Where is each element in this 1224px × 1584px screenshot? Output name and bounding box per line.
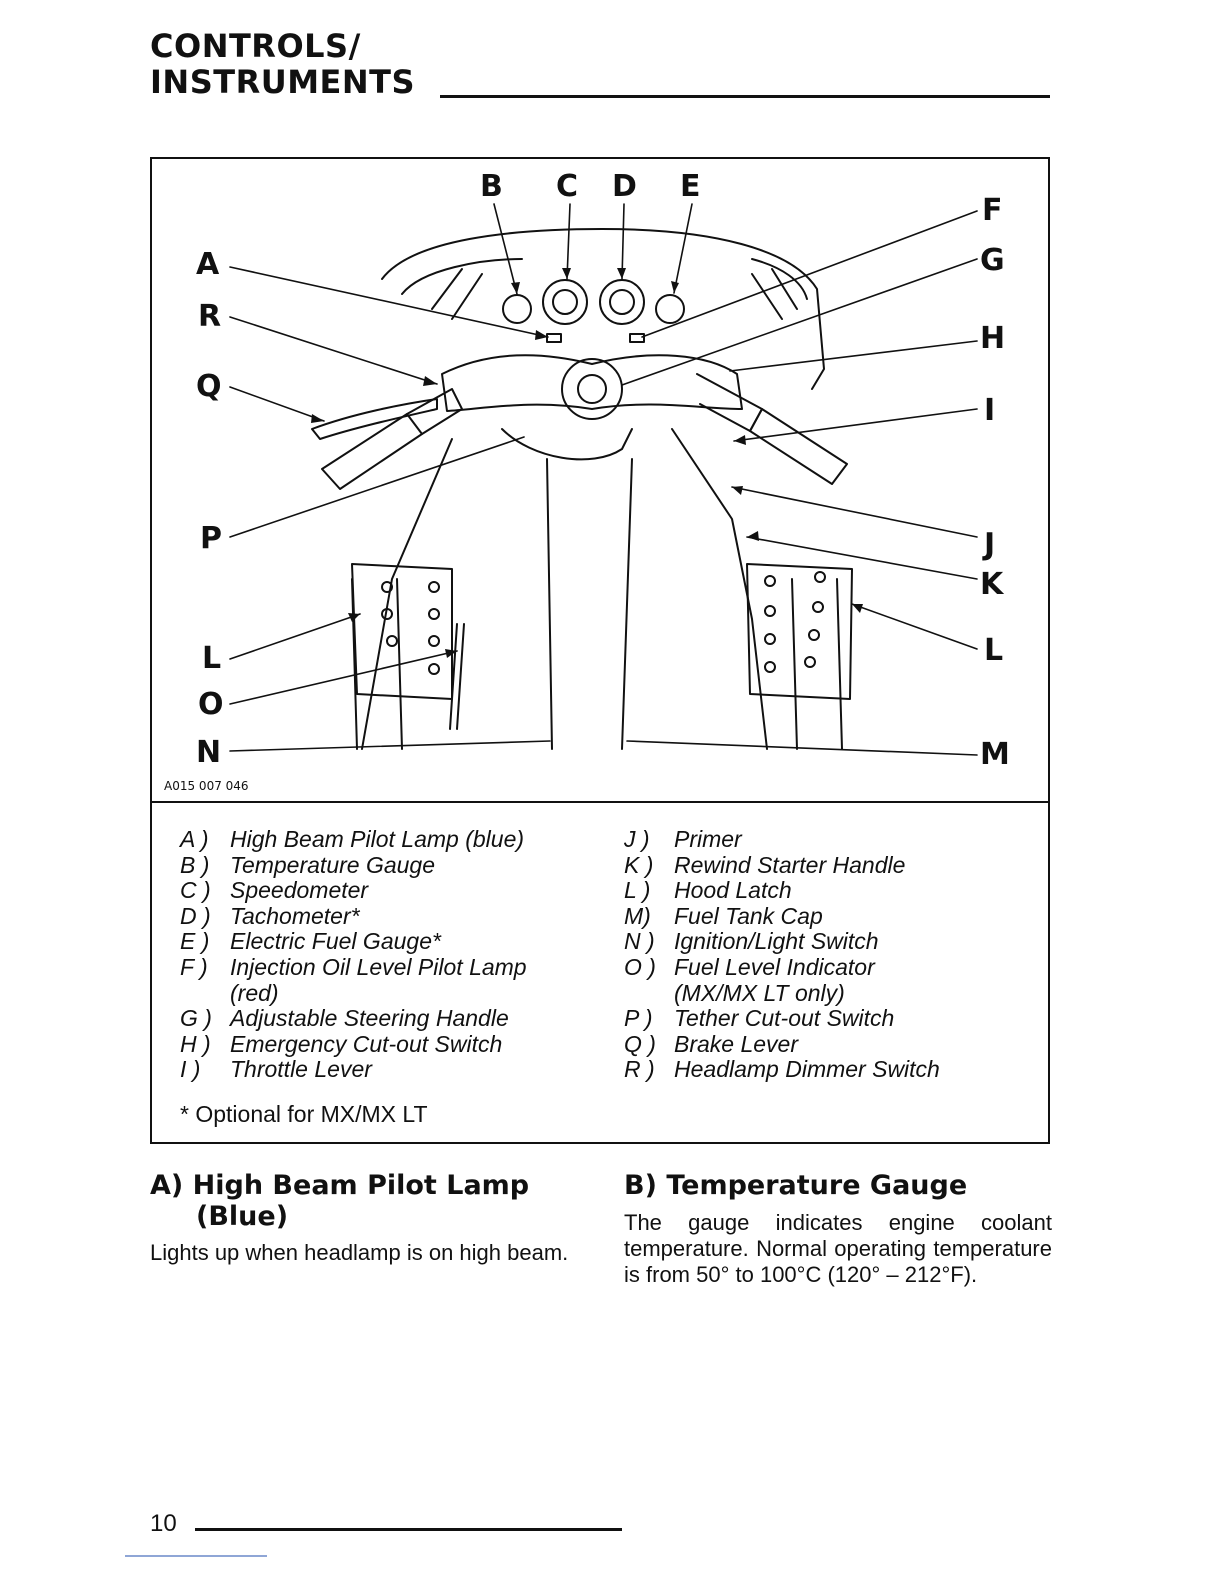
fuel-indicator-tube xyxy=(449,623,465,730)
steering-column xyxy=(501,428,633,461)
fairing-left xyxy=(361,438,453,750)
legend-item: H )Emergency Cut-out Switch xyxy=(180,1030,503,1057)
legend-item: L )Hood Latch xyxy=(624,877,792,904)
seat-edge-right xyxy=(791,578,843,750)
callout-arrowheads xyxy=(311,268,863,658)
legend-item: M)Fuel Tank Cap xyxy=(624,902,823,929)
section-a-heading: A) High Beam Pilot Lamp (Blue) xyxy=(150,1170,529,1232)
snowmobile-diagram-svg xyxy=(229,203,978,756)
legend-item: J )Primer xyxy=(624,826,742,852)
fuel-gauge-drawing xyxy=(655,294,685,324)
legend-item: E )Electric Fuel Gauge* xyxy=(180,928,441,955)
tachometer-drawing xyxy=(599,279,645,325)
figure-code: A015 007 046 xyxy=(164,779,249,793)
scan-edge-mark xyxy=(125,1555,267,1557)
section-a-body: Lights up when headlamp is on high beam. xyxy=(150,1240,569,1265)
callout-m: M xyxy=(980,737,1010,772)
legend-item: Q )Brake Lever xyxy=(624,1030,799,1057)
callout-g: G xyxy=(980,243,1005,278)
title-rule xyxy=(440,95,1050,98)
page-title-line-2: INSTRUMENTS xyxy=(150,63,416,101)
callout-b: B xyxy=(480,169,503,204)
section-b-heading: B) Temperature Gauge xyxy=(624,1170,968,1201)
page-title-line-1: CONTROLS/ xyxy=(150,27,361,65)
callout-l-right: L xyxy=(984,633,1004,668)
hood-outline xyxy=(381,228,825,390)
oil-lamp-drawing xyxy=(629,333,645,343)
page-number: 10 xyxy=(150,1510,177,1537)
legend-left-column: A )High Beam Pilot Lamp (blue) B )Temper… xyxy=(180,826,527,1083)
right-grip-drawing xyxy=(749,408,848,485)
brake-lever-drawing xyxy=(311,398,438,440)
callout-d: D xyxy=(612,169,637,204)
callout-n: N xyxy=(196,735,222,770)
legend-item: B )Temperature Gauge xyxy=(180,851,436,878)
section-a-heading-line-2: (Blue) xyxy=(196,1201,289,1232)
callout-leader-lines xyxy=(229,203,978,756)
steering-handle-knob xyxy=(561,358,623,420)
legend-item: (red) xyxy=(230,979,279,1006)
legend-item: R )Headlamp Dimmer Switch xyxy=(624,1056,940,1083)
right-panel-holes xyxy=(764,571,826,673)
legend-right-column: J )Primer K )Rewind Starter Handle L )Ho… xyxy=(624,826,940,1083)
legend-item: K )Rewind Starter Handle xyxy=(624,851,906,878)
legend-item: I )Throttle Lever xyxy=(180,1056,372,1083)
legend-item: P )Tether Cut-out Switch xyxy=(624,1005,895,1032)
legend-item: O )Fuel Level Indicator xyxy=(624,953,875,980)
callout-f: F xyxy=(982,193,1003,228)
fairing-right xyxy=(671,428,768,750)
callout-q: Q xyxy=(196,369,222,404)
figure-box: A R Q P L O N B C D E F G H I J K L M A0… xyxy=(150,157,1050,1144)
callout-j: J xyxy=(984,527,996,562)
legend-footnote: * Optional for MX/MX LT xyxy=(180,1101,428,1127)
page-title: CONTROLS/ INSTRUMENTS xyxy=(150,28,415,100)
legend-item: N )Ignition/Light Switch xyxy=(624,928,879,955)
callout-p: P xyxy=(200,521,222,556)
center-panel xyxy=(546,458,633,750)
callout-o: O xyxy=(198,687,224,722)
speedometer-drawing xyxy=(542,279,588,325)
section-b-body: The gauge indicates engine coolant tempe… xyxy=(624,1210,1052,1287)
legend-item: D )Tachometer* xyxy=(180,902,360,929)
handlebar-drawing xyxy=(441,354,743,412)
left-panel-holes xyxy=(381,581,440,675)
callout-i: I xyxy=(984,393,996,428)
callout-e: E xyxy=(680,169,701,204)
callout-c: C xyxy=(556,169,579,204)
right-footrest-panel xyxy=(746,563,853,700)
callout-a: A xyxy=(196,247,220,282)
legend-item: A )High Beam Pilot Lamp (blue) xyxy=(180,826,525,852)
legend-item: G )Adjustable Steering Handle xyxy=(180,1005,509,1032)
callout-l-left: L xyxy=(202,641,222,676)
callout-h: H xyxy=(980,321,1006,356)
section-a-heading-line-1: A) High Beam Pilot Lamp xyxy=(150,1170,530,1201)
legend-item: C )Speedometer xyxy=(180,877,369,904)
callout-k: K xyxy=(980,567,1004,602)
hood-inner-left xyxy=(401,258,523,295)
legend-item: (MX/MX LT only) xyxy=(674,979,845,1006)
hood-inner-right xyxy=(751,258,808,300)
controls-diagram: A R Q P L O N B C D E F G H I J K L M A0… xyxy=(152,159,1048,803)
footer-rule xyxy=(195,1528,622,1531)
high-beam-lamp-drawing xyxy=(546,333,562,343)
callout-r: R xyxy=(198,299,222,334)
legend-item: F )Injection Oil Level Pilot Lamp xyxy=(180,953,527,980)
windshield-lines xyxy=(431,268,798,320)
temperature-gauge-drawing xyxy=(502,294,532,324)
